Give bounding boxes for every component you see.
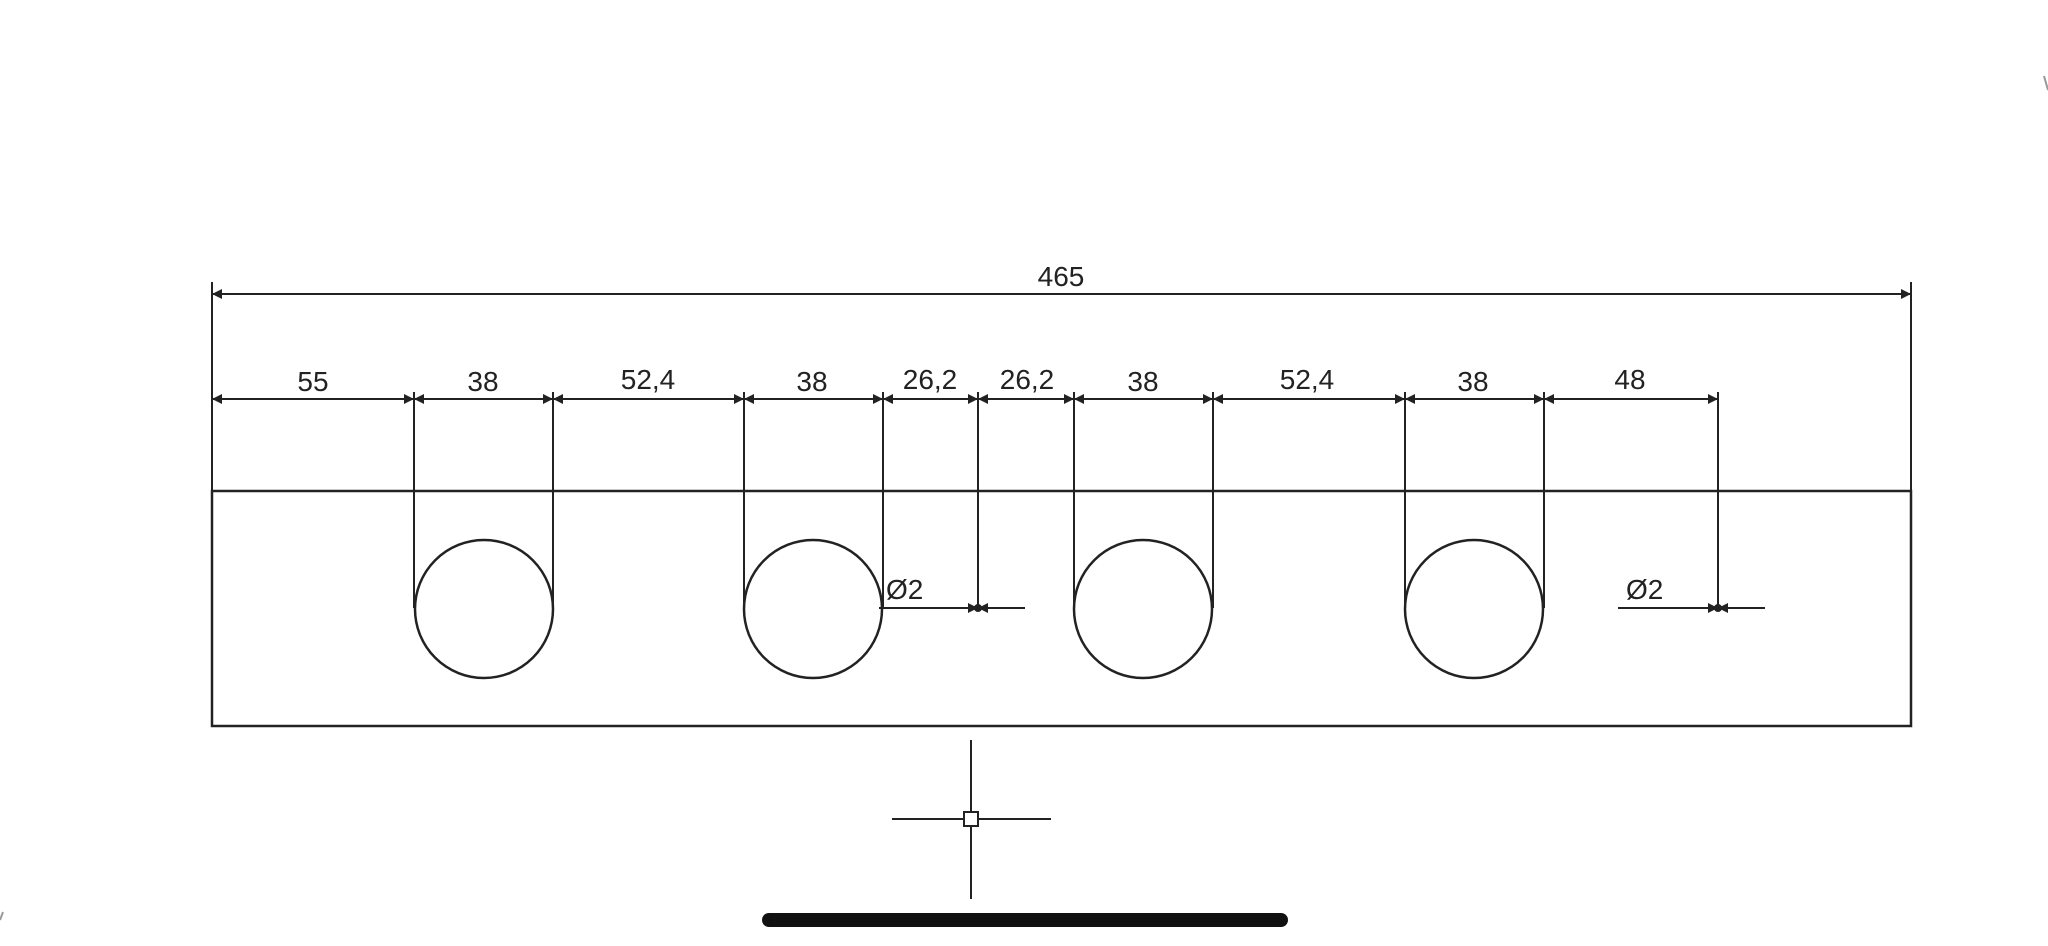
segment-label-2: 38 (467, 366, 498, 397)
segment-label-3: 52,4 (621, 364, 676, 395)
plate-rectangle[interactable] (210, 489, 1913, 728)
segment-label-4: 38 (796, 366, 827, 397)
crosshair-cursor-icon (892, 740, 1051, 899)
hole-3[interactable] (1072, 538, 1214, 680)
segment-label-8: 52,4 (1280, 364, 1335, 395)
small-hole-label-1: Ø2 (886, 574, 923, 605)
segment-label-7: 38 (1127, 366, 1158, 397)
home-indicator[interactable] (762, 913, 1288, 927)
hole-1[interactable] (413, 538, 555, 680)
overall-dimension-label: 465 (1038, 261, 1085, 292)
hole-2[interactable] (742, 538, 884, 680)
part-outline[interactable] (210, 489, 1913, 728)
extension-lines (211, 282, 1912, 608)
small-hole-dimension-1[interactable] (879, 603, 1025, 613)
segment-label-9: 38 (1457, 366, 1488, 397)
edge-marks (0, 75, 2048, 921)
hole-4[interactable] (1403, 538, 1545, 680)
segment-label-5: 26,2 (903, 364, 958, 395)
segment-label-6: 26,2 (1000, 364, 1055, 395)
small-hole-dimension-2[interactable] (1618, 603, 1765, 613)
segment-label-1: 55 (297, 366, 328, 397)
small-hole-label-2: Ø2 (1626, 574, 1663, 605)
segment-label-10: 48 (1614, 364, 1645, 395)
holes[interactable] (413, 538, 1545, 680)
